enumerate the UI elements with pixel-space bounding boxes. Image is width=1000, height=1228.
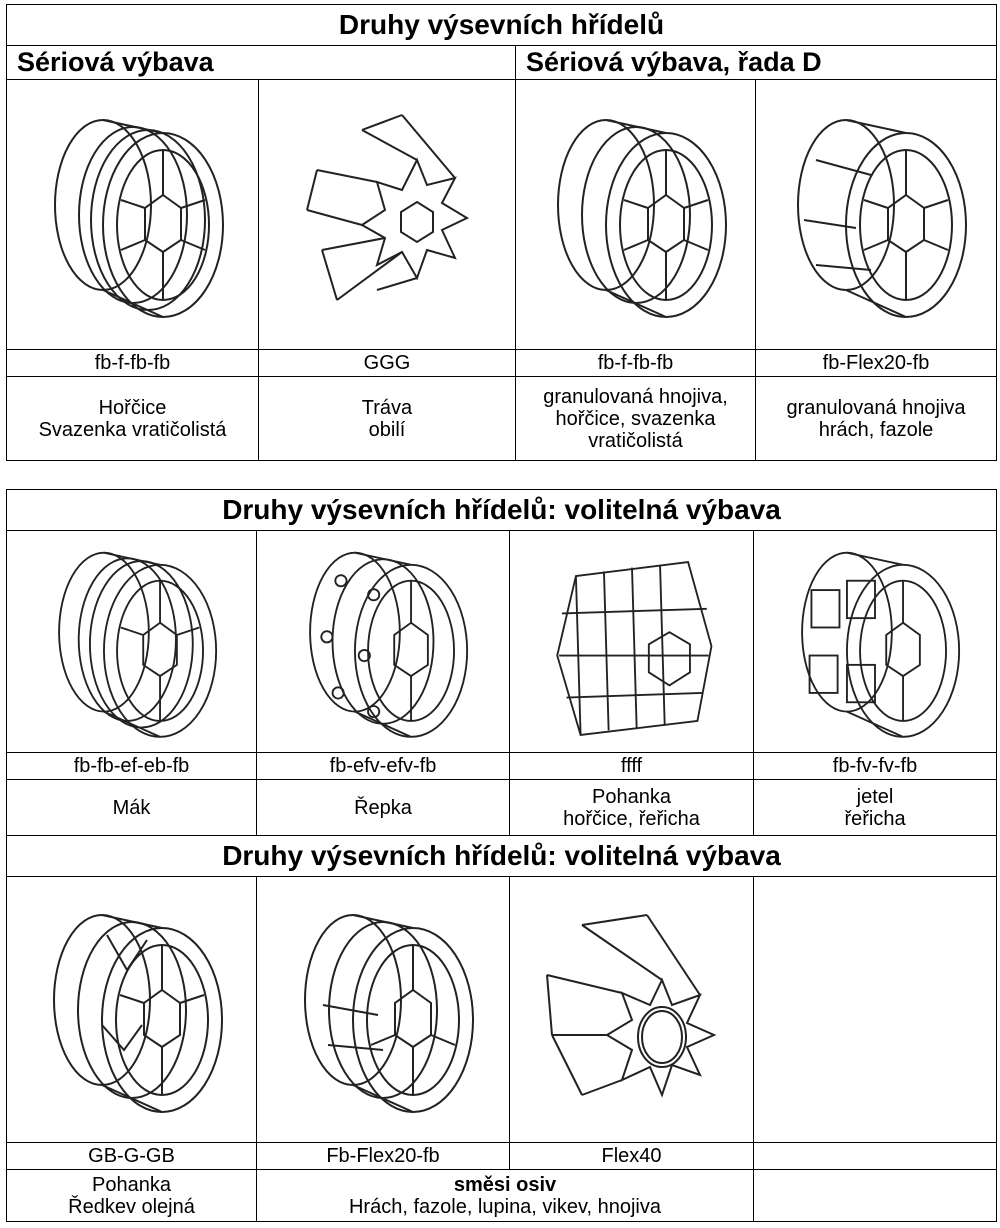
seed-mix-use: směsi osiv Hrách, fazole, lupina, vikev,…	[256, 1169, 754, 1222]
empty-cell	[752, 876, 998, 1143]
empty-cell	[752, 1142, 998, 1170]
standard-shafts-table: Druhy výsevních hřídelů Sériová výbava S…	[5, 4, 998, 461]
shaft-use: jetel řeřicha	[752, 779, 998, 836]
roller-block-icon	[801, 551, 961, 738]
shaft-image-cell	[256, 876, 510, 1143]
section-standard: Sériová výbava	[6, 45, 516, 80]
roller-fluted-icon	[52, 913, 223, 1113]
roller-flex-icon	[797, 118, 968, 318]
shaft-code: Fb-Flex20-fb	[256, 1142, 510, 1170]
shaft-use: Pohanka Ředkev olejná	[6, 1169, 257, 1222]
optional-shafts-table: Druhy výsevních hřídelů: volitelná výbav…	[5, 489, 998, 1222]
empty-cell	[752, 1169, 998, 1222]
shaft-use: granulovaná hnojiva, hořčice, svazenka v…	[515, 376, 756, 461]
section-standard-d: Sériová výbava, řada D	[514, 45, 998, 80]
shaft-use: Pohanka hořčice, řeřicha	[509, 779, 754, 836]
roller-holes-icon	[309, 551, 469, 738]
shaft-use: Mák	[6, 779, 257, 836]
seed-mix-heading: směsi osiv	[453, 1173, 557, 1196]
seed-mix-text: Hrách, fazole, lupina, vikev, hnojiva	[348, 1195, 661, 1218]
roller-ringed-icon	[556, 118, 727, 318]
shaft-use: Řepka	[256, 779, 510, 836]
shaft-code: fb-Flex20-fb	[754, 349, 998, 377]
shaft-code: fb-fb-ef-eb-fb	[6, 752, 257, 780]
roller-flex-icon	[304, 913, 474, 1113]
shaft-image-cell	[515, 79, 756, 350]
shaft-code: fb-f-fb-fb	[6, 349, 259, 377]
shaft-image-cell	[256, 530, 510, 753]
shaft-image-cell	[509, 530, 754, 753]
shaft-image-cell	[6, 530, 257, 753]
roller-star-icon	[545, 913, 716, 1098]
shaft-image-cell	[754, 79, 998, 350]
shaft-code: Flex40	[509, 1142, 754, 1170]
shaft-image-cell	[509, 876, 754, 1143]
shaft-code: fb-fv-fv-fb	[752, 752, 998, 780]
table-title: Druhy výsevních hřídelů: volitelná výbav…	[5, 835, 998, 877]
roller-ringed-icon	[53, 118, 224, 318]
shaft-code: GB-G-GB	[6, 1142, 257, 1170]
shaft-image-cell	[258, 79, 516, 350]
roller-gear-icon	[555, 561, 712, 737]
shaft-code: ffff	[509, 752, 754, 780]
shaft-image-cell	[6, 876, 257, 1143]
roller-star-icon	[306, 113, 470, 301]
shaft-use: granulovaná hnojiva hrách, fazole	[754, 376, 998, 461]
table-title: Druhy výsevních hřídelů: volitelná výbav…	[5, 489, 998, 531]
shaft-code: GGG	[258, 349, 516, 377]
shaft-use: Tráva obilí	[258, 376, 516, 461]
shaft-image-cell	[6, 79, 259, 350]
shaft-code: fb-efv-efv-fb	[256, 752, 510, 780]
shaft-use: Hořčice Svazenka vratičolistá	[6, 376, 259, 461]
table-title: Druhy výsevních hřídelů	[5, 4, 998, 46]
shaft-code: fb-f-fb-fb	[515, 349, 756, 377]
shaft-image-cell	[752, 530, 998, 753]
roller-ringed-icon	[57, 551, 217, 738]
